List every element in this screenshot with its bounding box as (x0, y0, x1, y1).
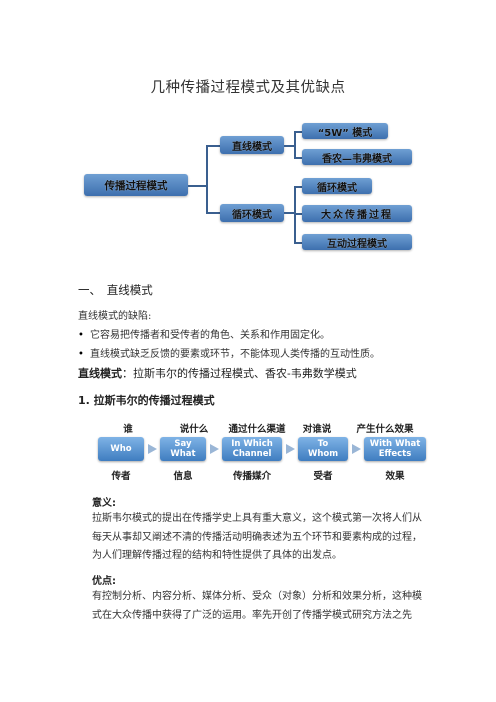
arrow-icon (352, 444, 361, 454)
page-title: 几种传播过程模式及其优缺点 (150, 80, 346, 96)
flow-question: 说什么 (179, 424, 209, 435)
bullet-icon: • (78, 330, 84, 341)
diagram-leaf-cycle: 循环模式 (302, 178, 372, 194)
flow-box-who: Who (98, 437, 144, 461)
flow-role: 传播媒介 (232, 471, 271, 482)
diagram-leaf-mass: 大众传播过程 (302, 205, 412, 222)
diagram-branch-linear: 直线模式 (220, 136, 284, 154)
defects-label: 直线模式的缺陷: (78, 311, 152, 322)
bullet-item: •它容易把传播者和受传者的角色、关系和作用固定化。 (78, 330, 330, 341)
diagram-branch-cyclic: 循环模式 (220, 204, 284, 222)
flow-role: 受者 (313, 471, 333, 482)
flow-role: 传者 (111, 471, 131, 482)
linear-models-label: 直线模式 (78, 367, 122, 380)
subsection-heading: 1. 拉斯韦尔的传播过程模式 (78, 394, 215, 407)
linear-models-line: 直线模式：拉斯韦尔的传播过程模式、香农-韦弗数学模式 (78, 365, 357, 381)
bullet-icon: • (78, 349, 84, 360)
flow-question: 产生什么效果 (356, 424, 414, 435)
diagram-root: 传播过程模式 (84, 174, 188, 196)
linear-models-text: ：拉斯韦尔的传播过程模式、香农-韦弗数学模式 (122, 367, 357, 380)
bullet-item: •直线模式缺乏反馈的要素或环节，不能体现人类传播的互动性质。 (78, 349, 380, 360)
diagram-leaf-shannon: 香农—韦弗模式 (302, 149, 412, 165)
meaning-paragraph: 拉斯韦尔模式的提出在传播学史上具有重大意义，这个模式第一次将人们从 每天从事却又… (92, 513, 422, 561)
arrow-icon (210, 444, 219, 454)
advantages-paragraph: 有控制分析、内容分析、媒体分析、受众（对象）分析和效果分析，这种模 式在大众传播… (92, 591, 422, 621)
flow-role: 信息 (173, 471, 193, 482)
flow-role: 效果 (385, 471, 405, 482)
arrow-icon (148, 444, 157, 454)
diagram-leaf-5w: “5W” 模式 (302, 123, 388, 139)
meaning-label: 意义: (92, 498, 116, 509)
flow-question: 对谁说 (302, 424, 332, 435)
diagram-leaf-interactive: 互动过程模式 (302, 234, 412, 250)
flow-question: 通过什么渠道 (228, 424, 286, 435)
advantages-label: 优点: (92, 576, 116, 587)
flow-question: 谁 (123, 424, 133, 435)
section-heading: 一、 直线模式 (78, 283, 153, 297)
arrow-icon (286, 444, 295, 454)
